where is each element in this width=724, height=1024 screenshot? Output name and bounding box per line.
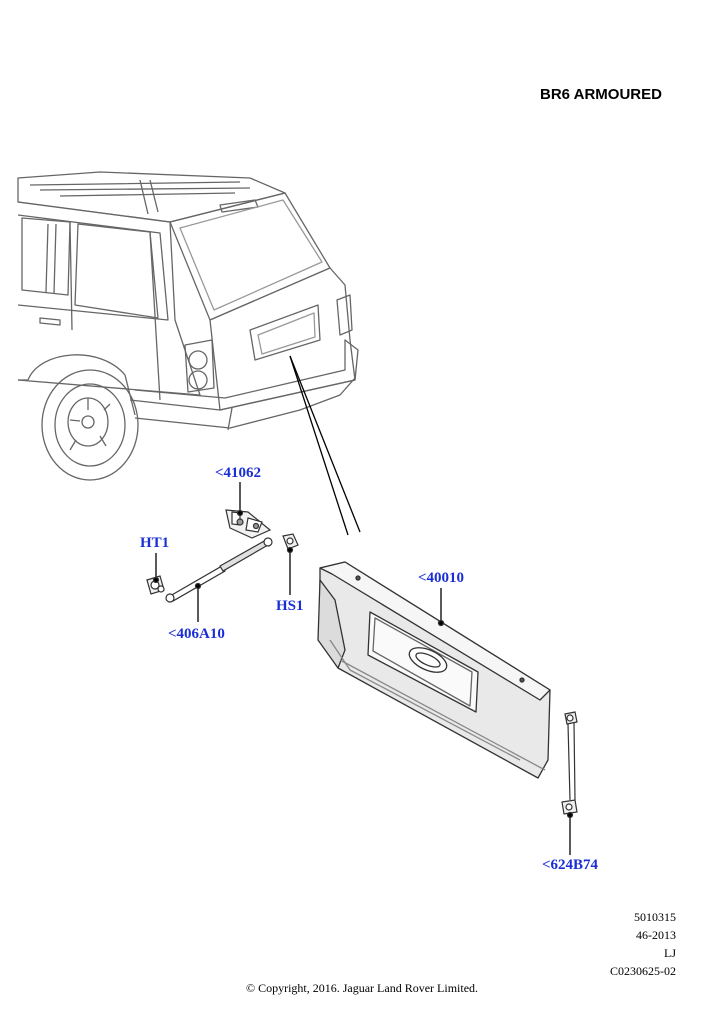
callout-406a10[interactable]: <406A10 — [168, 626, 225, 642]
diagram-title: BR6 ARMOURED — [540, 86, 662, 103]
link-rod — [561, 711, 578, 819]
vehicle-illustration — [17, 171, 359, 481]
copyright-notice: © Copyright, 2016. Jaguar Land Rover Lim… — [245, 981, 479, 995]
ref-illustration-id: C0230625-02 — [610, 964, 676, 978]
callout-624b74[interactable]: <624B74 — [542, 857, 599, 873]
tailgate-panel — [317, 561, 551, 779]
callout-hs1[interactable]: HS1 — [276, 598, 304, 614]
hs1-screw — [282, 533, 299, 554]
callout-ht1[interactable]: HT1 — [140, 535, 170, 551]
ref-code: LJ — [664, 946, 676, 960]
hinge-bracket — [225, 509, 272, 539]
gas-strut — [165, 537, 273, 603]
ref-number: 5010315 — [634, 910, 676, 924]
callout-41062[interactable]: <41062 — [215, 465, 262, 481]
leader-lines — [155, 355, 571, 855]
callout-40010[interactable]: <40010 — [418, 570, 465, 586]
ht1-fastener — [146, 575, 165, 595]
ref-date: 46-2013 — [636, 928, 676, 942]
